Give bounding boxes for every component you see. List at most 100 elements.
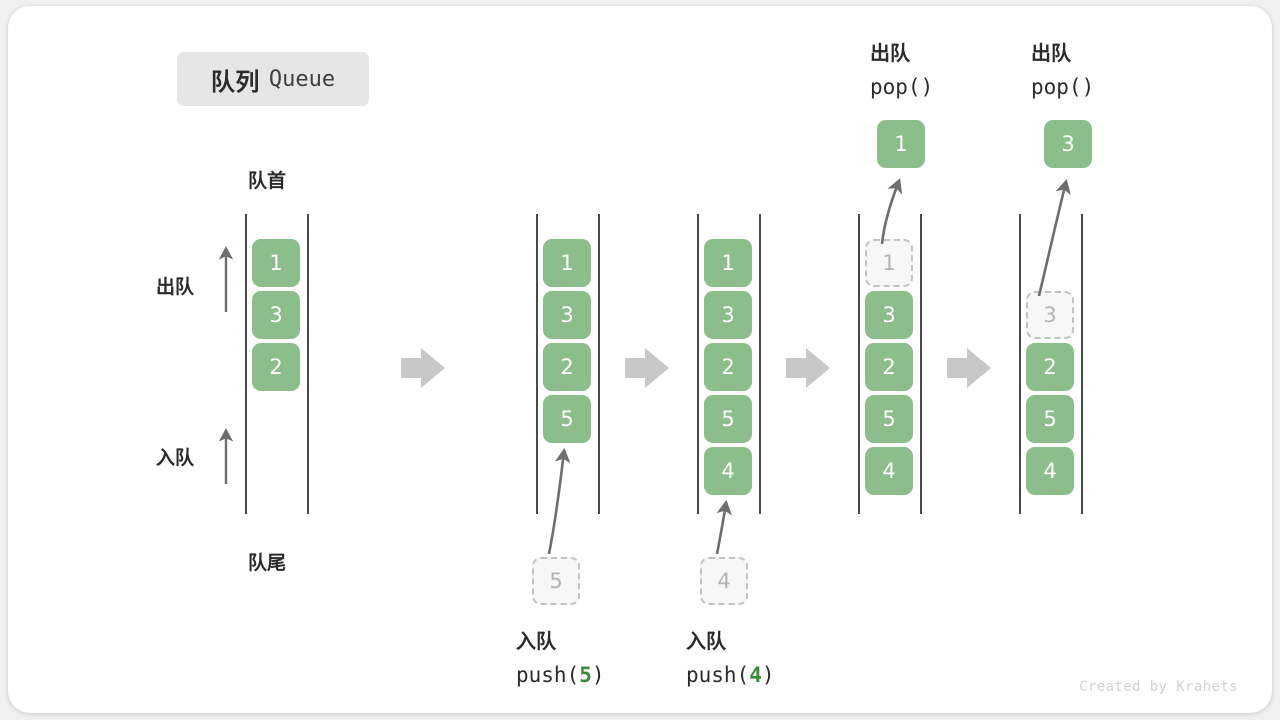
operation-code: pop() bbox=[870, 70, 933, 104]
stage-rail-right-0 bbox=[307, 214, 309, 514]
queue-cell: 2 bbox=[252, 343, 300, 391]
queue-cell: 5 bbox=[1026, 395, 1074, 443]
pop-3-flow-arrow bbox=[1037, 178, 1071, 297]
queue-cell: 2 bbox=[543, 343, 591, 391]
cell-value: 2 bbox=[1043, 355, 1057, 379]
push-4-flow-arrow bbox=[715, 499, 732, 555]
cell-value: 3 bbox=[721, 303, 735, 327]
popped-element-result: 3 bbox=[1044, 120, 1092, 168]
operation-code-arg: 5 bbox=[579, 663, 592, 687]
cell-value: 4 bbox=[721, 459, 735, 483]
incoming-element-ghost: 5 bbox=[532, 557, 580, 605]
arrows-overlay bbox=[218, 178, 1071, 555]
stage-rail-left-0 bbox=[245, 214, 247, 514]
queue-cell: 1 bbox=[252, 239, 300, 287]
step-arrow bbox=[625, 348, 669, 388]
operation-name-cn: 入队 bbox=[686, 629, 726, 653]
credit-text: Created by Krahets bbox=[1079, 679, 1238, 695]
cell-value: 2 bbox=[721, 355, 735, 379]
queue-cell: 4 bbox=[865, 447, 913, 495]
queue-cell: 3 bbox=[252, 291, 300, 339]
operation-code-suffix: ) bbox=[1081, 75, 1095, 99]
operation-name-cn: 出队 bbox=[870, 41, 910, 65]
incoming-element-ghost: 4 bbox=[700, 557, 748, 605]
queue-cell: 4 bbox=[704, 447, 752, 495]
cell-value: 3 bbox=[269, 303, 283, 327]
cell-value: 3 bbox=[1043, 303, 1057, 327]
operation-label-push-4: 入队 push(4) bbox=[686, 624, 775, 692]
cell-value: 5 bbox=[882, 407, 896, 431]
popped-slot-ghost: 3 bbox=[1026, 291, 1074, 339]
queue-cell: 2 bbox=[704, 343, 752, 391]
dequeue-direction-label: 出队 bbox=[156, 276, 195, 298]
stage-rail-left-3 bbox=[858, 214, 860, 514]
queue-cell: 4 bbox=[1026, 447, 1074, 495]
push-5-flow-arrow bbox=[547, 447, 571, 555]
cell-value: 2 bbox=[560, 355, 574, 379]
cell-value: 3 bbox=[560, 303, 574, 327]
cell-value: 5 bbox=[549, 569, 563, 593]
cell-value: 4 bbox=[882, 459, 896, 483]
operation-code-suffix: ) bbox=[591, 663, 605, 687]
cell-value: 3 bbox=[882, 303, 896, 327]
queue-cell: 3 bbox=[704, 291, 752, 339]
operation-code-prefix: pop( bbox=[1031, 75, 1082, 99]
operation-code-suffix: ) bbox=[920, 75, 934, 99]
stage-rail-left-1 bbox=[536, 214, 538, 514]
cell-value: 2 bbox=[882, 355, 896, 379]
operation-label-pop-3: 出队 pop() bbox=[1031, 36, 1094, 104]
stage-rail-right-4 bbox=[1081, 214, 1083, 514]
stage-rail-right-3 bbox=[920, 214, 922, 514]
cell-value: 1 bbox=[882, 251, 896, 275]
operation-code-prefix: push( bbox=[516, 663, 580, 687]
cell-value: 3 bbox=[1061, 132, 1075, 156]
operation-code: push(4) bbox=[686, 658, 775, 692]
title-en: Queue bbox=[268, 66, 336, 92]
operation-name-cn: 入队 bbox=[516, 629, 556, 653]
operation-code-prefix: push( bbox=[686, 663, 750, 687]
cell-value: 4 bbox=[1043, 459, 1057, 483]
enqueue-direction-label: 入队 bbox=[156, 447, 195, 469]
queue-cell: 1 bbox=[704, 239, 752, 287]
queue-cell: 3 bbox=[543, 291, 591, 339]
queue-head-label: 队首 bbox=[248, 170, 287, 192]
cell-value: 5 bbox=[721, 407, 735, 431]
operation-label-pop-1: 出队 pop() bbox=[870, 36, 933, 104]
cell-value: 1 bbox=[269, 251, 283, 275]
operation-code-prefix: pop( bbox=[870, 75, 921, 99]
cell-value: 1 bbox=[894, 132, 908, 156]
stage-rail-left-4 bbox=[1019, 214, 1021, 514]
step-arrow bbox=[786, 348, 830, 388]
operation-code-suffix: ) bbox=[761, 663, 775, 687]
cell-value: 1 bbox=[560, 251, 574, 275]
pop-1-flow-arrow bbox=[880, 178, 903, 245]
queue-cell: 1 bbox=[543, 239, 591, 287]
stage-rail-right-1 bbox=[598, 214, 600, 514]
stage-rail-right-2 bbox=[759, 214, 761, 514]
cell-value: 5 bbox=[1043, 407, 1057, 431]
operation-code: push(5) bbox=[516, 658, 605, 692]
operation-name-cn: 出队 bbox=[1031, 41, 1071, 65]
popped-element-result: 1 bbox=[877, 120, 925, 168]
queue-cell: 5 bbox=[865, 395, 913, 443]
queue-cell: 5 bbox=[704, 395, 752, 443]
diagram-card: 队列 Queue 队首 队尾 出队 入队 1 3 2 1 3 2 5 5 入队 … bbox=[8, 6, 1272, 713]
cell-value: 4 bbox=[717, 569, 731, 593]
queue-cell: 2 bbox=[1026, 343, 1074, 391]
queue-tail-label: 队尾 bbox=[248, 552, 287, 574]
cell-value: 5 bbox=[560, 407, 574, 431]
operation-label-push-5: 入队 push(5) bbox=[516, 624, 605, 692]
cell-value: 2 bbox=[269, 355, 283, 379]
popped-slot-ghost: 1 bbox=[865, 239, 913, 287]
queue-cell: 5 bbox=[543, 395, 591, 443]
stage-rail-left-2 bbox=[697, 214, 699, 514]
queue-cell: 2 bbox=[865, 343, 913, 391]
diagram-title-chip: 队列 Queue bbox=[177, 52, 369, 106]
cell-value: 1 bbox=[721, 251, 735, 275]
step-arrow bbox=[401, 348, 445, 388]
operation-code: pop() bbox=[1031, 70, 1094, 104]
operation-code-arg: 4 bbox=[749, 663, 762, 687]
queue-cell: 3 bbox=[865, 291, 913, 339]
title-cn: 队列 bbox=[210, 67, 260, 96]
